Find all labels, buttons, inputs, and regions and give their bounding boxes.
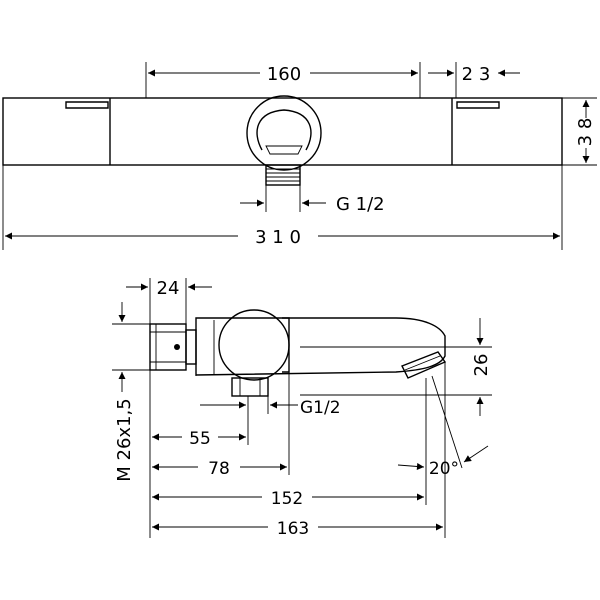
dim-label-78: 78	[208, 459, 230, 479]
control-knob	[246, 95, 322, 171]
side-control-knob	[218, 309, 290, 381]
dim-label-thread-top: G 1/2	[336, 194, 385, 215]
dim-label-angle: 20°	[429, 459, 459, 479]
dim-label-55: 55	[189, 429, 211, 449]
dim-label-38: 3 8	[575, 118, 596, 147]
dim-label-152: 152	[271, 489, 303, 509]
spout-tip	[401, 351, 447, 379]
right-end-cap	[456, 101, 500, 109]
dim-label-24: 24	[157, 278, 180, 299]
inlet-nut	[149, 323, 187, 371]
outlet-thread	[265, 164, 301, 186]
left-end-cap	[65, 101, 109, 109]
dim-label-26: 26	[471, 354, 492, 377]
dim-label-163: 163	[277, 519, 309, 539]
dim-label-23: 2 3	[462, 64, 491, 85]
dim-label-thread-m: M 26x1,5	[114, 398, 135, 481]
dim-label-310: 3 1 0	[255, 227, 301, 248]
dim-label-160: 160	[267, 64, 301, 85]
side-view: 24 M 26x1,5 26 G1/2 55 78	[112, 278, 492, 539]
dim-label-thread-g: G1/2	[300, 398, 341, 418]
bottom-outlet	[231, 377, 269, 397]
top-view: 160 2 3 3 8 G 1/2 3 1 0	[2, 62, 597, 250]
mixer-housing	[195, 317, 446, 376]
